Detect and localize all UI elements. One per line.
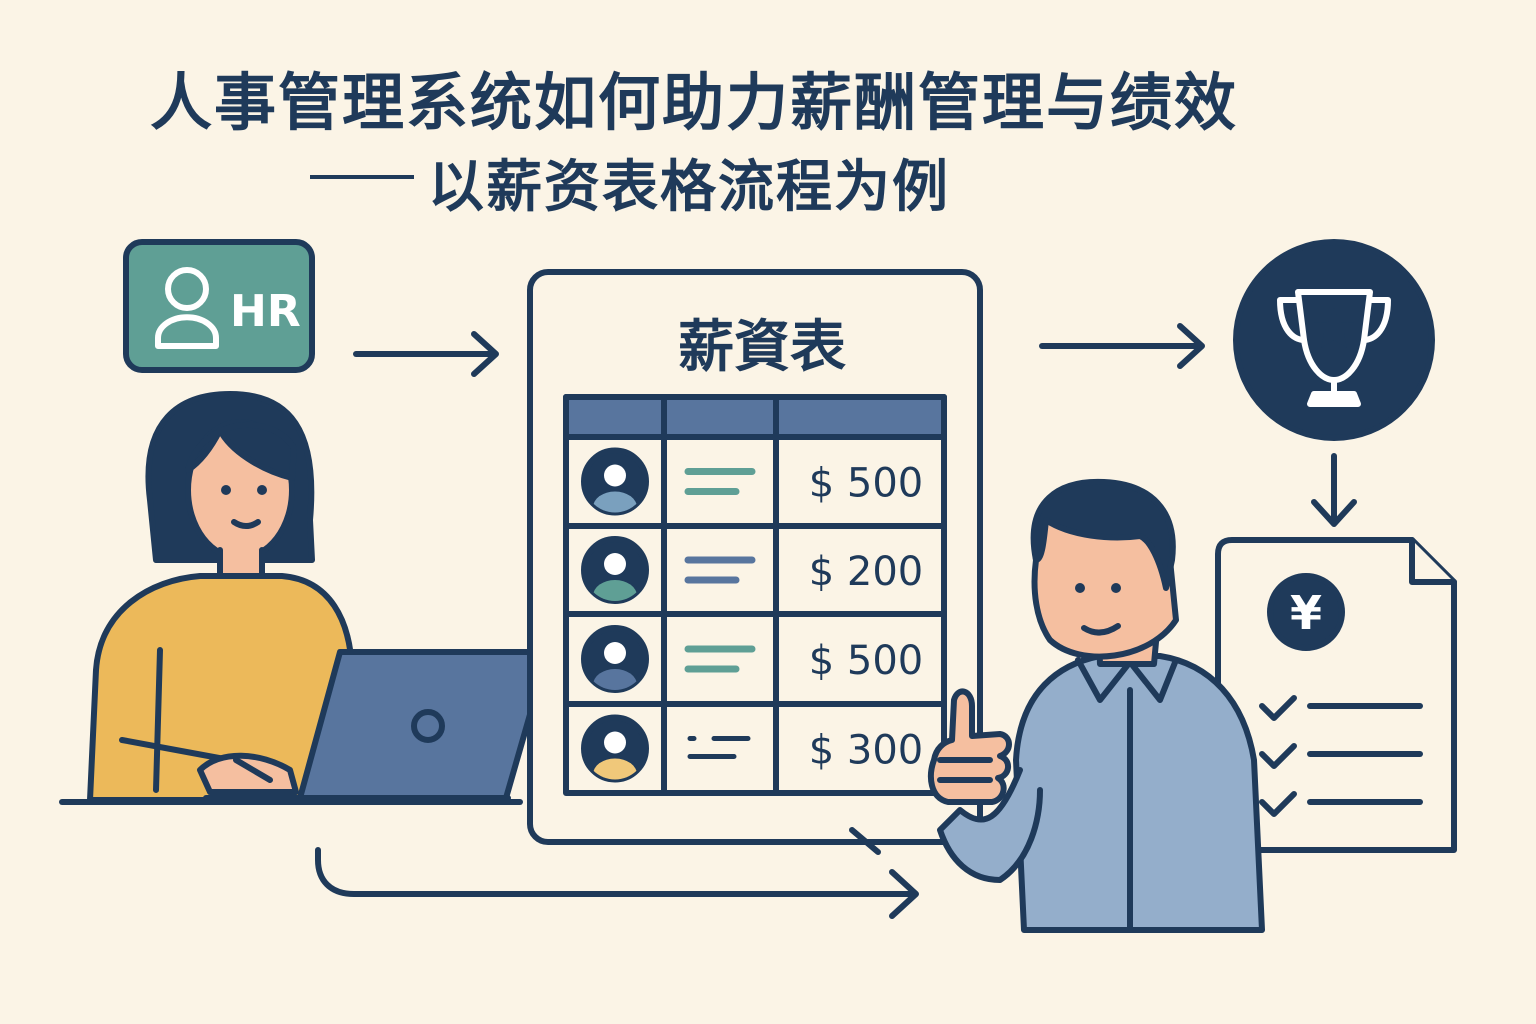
user-icon	[155, 267, 219, 349]
check-icon	[1259, 695, 1297, 721]
laptop	[203, 649, 551, 801]
employee-avatar-icon	[581, 714, 649, 783]
trophy-icon	[1233, 239, 1435, 441]
arrow-table-to-trophy	[1039, 323, 1205, 369]
employee-avatar-icon	[581, 625, 649, 693]
salary-amount: $ 500	[809, 461, 924, 507]
salary-amount: $ 500	[809, 638, 924, 684]
table-row: $ 300	[581, 714, 924, 783]
subtitle-dash	[310, 175, 414, 179]
arrow-trophy-to-payslip	[1311, 453, 1357, 527]
employee-avatar-icon	[581, 447, 649, 516]
thumbs-up-icon	[928, 688, 1012, 805]
checklist	[1259, 695, 1423, 817]
salary-amount: $ 300	[809, 728, 924, 774]
arrow-hr-to-table	[353, 331, 499, 377]
hr-badge: HR	[123, 239, 315, 373]
table-row: $ 500	[581, 625, 924, 693]
table-row: $ 200	[581, 536, 924, 604]
star-icon	[1313, 308, 1355, 348]
name-placeholder-lines	[684, 645, 756, 673]
table-row: $ 500	[581, 447, 924, 516]
name-placeholder-lines	[684, 468, 756, 495]
salary-table-rows: $ 500 $ 200 $ 500 $ 300	[581, 447, 924, 783]
arrow-return-to-employee	[315, 827, 919, 919]
employee-avatar-icon	[581, 536, 649, 604]
salary-table-card: 薪資表 $ 500 $ 200 $ 500 $ 300	[527, 269, 983, 845]
salary-amount: $ 200	[809, 549, 924, 595]
page-title: 人事管理系统如何助力薪酬管理与绩效	[150, 66, 1239, 139]
employee-man-figure	[928, 478, 1265, 933]
hr-woman-figure	[87, 391, 355, 803]
name-placeholder-lines	[687, 736, 751, 759]
yen-symbol: ¥	[1290, 586, 1322, 640]
hr-badge-label: HR	[230, 286, 301, 337]
name-placeholder-lines	[684, 556, 756, 584]
salary-table-heading: 薪資表	[678, 315, 846, 380]
page-subtitle: 以薪资表格流程为例	[428, 155, 950, 220]
yen-badge	[1267, 573, 1345, 651]
check-icon	[1259, 791, 1297, 817]
check-icon	[1259, 743, 1297, 769]
salary-table	[563, 394, 947, 796]
